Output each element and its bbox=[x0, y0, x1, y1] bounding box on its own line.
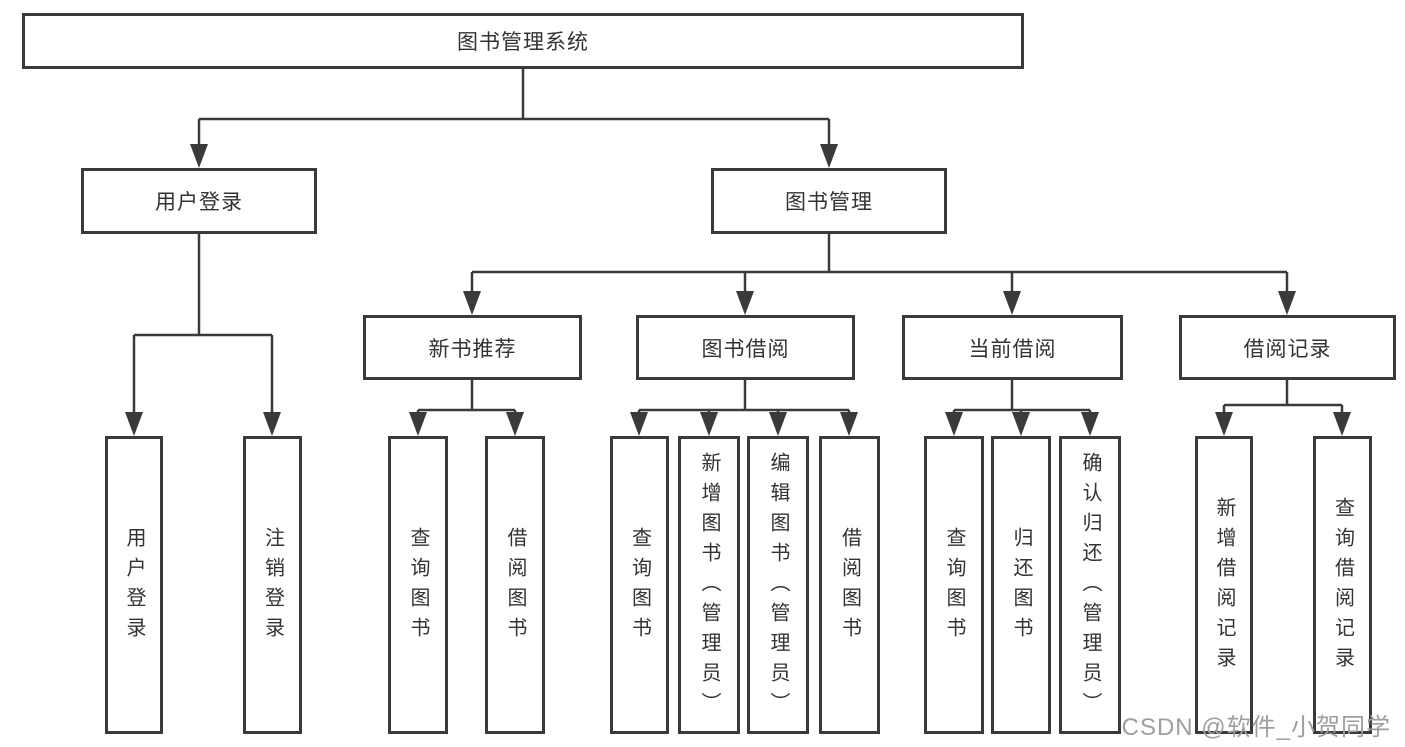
node-book-borrow: 图书借阅 bbox=[636, 315, 855, 380]
connector-root-to-level2 bbox=[197, 69, 831, 148]
node-query-borrow-record: 查询借阅记录 bbox=[1313, 436, 1372, 734]
node-query-books-current: 查询图书 bbox=[924, 436, 984, 734]
arrowhead bbox=[736, 291, 754, 315]
arrowhead bbox=[506, 412, 524, 436]
arrowhead bbox=[1081, 412, 1099, 436]
node-edit-book-admin: 编辑图书（管理员） bbox=[747, 436, 809, 734]
arrowhead bbox=[840, 412, 858, 436]
node-current-borrow: 当前借阅 bbox=[902, 315, 1123, 380]
connector-user-login-children bbox=[132, 234, 274, 416]
node-borrow-books-recommend: 借阅图书 bbox=[485, 436, 545, 734]
node-borrow-records: 借阅记录 bbox=[1179, 315, 1396, 380]
arrowhead bbox=[1003, 291, 1021, 315]
node-query-books-recommend: 查询图书 bbox=[388, 436, 448, 734]
arrowhead bbox=[463, 291, 481, 315]
node-return-books: 归还图书 bbox=[991, 436, 1051, 734]
arrowhead bbox=[125, 412, 143, 436]
arrowhead bbox=[945, 412, 963, 436]
csdn-watermark: CSDN @软件_小贺同学 bbox=[1121, 714, 1391, 741]
connector-new-book-recommend-children bbox=[416, 380, 517, 416]
arrowhead bbox=[409, 412, 427, 436]
arrowhead bbox=[1215, 412, 1233, 436]
node-root: 图书管理系统 bbox=[22, 13, 1024, 69]
node-new-book-recommend: 新书推荐 bbox=[363, 315, 582, 380]
arrowhead bbox=[630, 412, 648, 436]
connector-borrow-records-children bbox=[1222, 380, 1344, 416]
node-query-books-borrow: 查询图书 bbox=[610, 436, 669, 734]
arrowhead bbox=[1333, 412, 1351, 436]
arrowhead bbox=[190, 144, 208, 168]
connector-book-management-children bbox=[470, 234, 1289, 295]
arrowhead bbox=[263, 412, 281, 436]
node-add-book-admin: 新增图书（管理员） bbox=[678, 436, 740, 734]
arrowhead bbox=[1012, 412, 1030, 436]
arrowhead bbox=[769, 412, 787, 436]
connector-current-borrow-children bbox=[952, 380, 1092, 416]
connector-book-borrow-children bbox=[637, 380, 851, 416]
arrowhead bbox=[700, 412, 718, 436]
node-book-management: 图书管理 bbox=[711, 168, 947, 234]
node-logout: 注销登录 bbox=[243, 436, 302, 734]
node-user-login-leaf: 用户登录 bbox=[105, 436, 163, 734]
node-add-borrow-record: 新增借阅记录 bbox=[1195, 436, 1253, 734]
node-borrow-books-leaf: 借阅图书 bbox=[819, 436, 880, 734]
node-user-login: 用户登录 bbox=[81, 168, 317, 234]
node-confirm-return-admin: 确认归还（管理员） bbox=[1059, 436, 1121, 734]
arrowhead bbox=[1278, 291, 1296, 315]
arrowhead bbox=[820, 144, 838, 168]
